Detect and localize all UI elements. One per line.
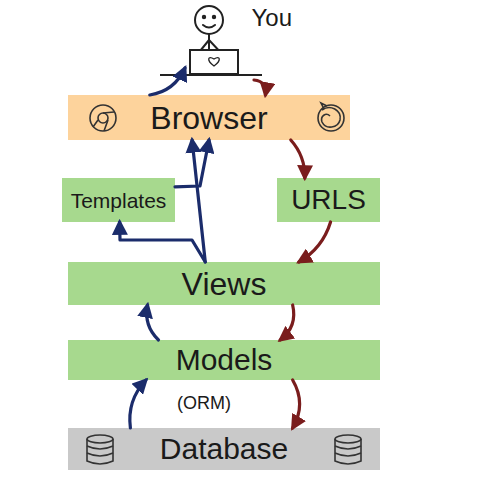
database-band: Database: [68, 428, 380, 470]
request-arrow: [299, 222, 331, 262]
request-arrow: [280, 305, 294, 340]
models-band: Models(ORM): [68, 340, 380, 380]
laptop: [160, 50, 262, 75]
person-figure: [195, 6, 224, 56]
node-label: Views: [182, 268, 267, 300]
request-arrow: [291, 140, 305, 178]
response-arrow: [175, 140, 209, 187]
response-arrow: [130, 380, 146, 428]
chrome-icon: [90, 105, 116, 131]
node-label: Models: [176, 345, 273, 375]
node-label: Browser: [150, 102, 267, 134]
node-label: Database: [160, 434, 288, 464]
response-arrow: [192, 140, 205, 262]
request-arrow: [293, 380, 300, 428]
firefox-icon: [318, 103, 344, 131]
node-label: Templates: [71, 190, 167, 211]
node-label: You: [252, 6, 293, 30]
templates-box: Templates: [62, 178, 175, 222]
views-band: Views: [68, 262, 380, 305]
browser-band: Browser: [68, 95, 350, 140]
response-arrow: [147, 305, 159, 340]
response-arrow: [150, 68, 185, 95]
urls-box: URLS: [277, 178, 380, 222]
node-sublabel: (ORM): [48, 394, 360, 412]
node-label: URLS: [291, 186, 366, 214]
database-icon: [87, 435, 113, 464]
database-icon: [335, 435, 361, 464]
request-arrow: [254, 80, 266, 95]
person-node: You: [185, 0, 300, 80]
response-arrow: [120, 222, 206, 262]
